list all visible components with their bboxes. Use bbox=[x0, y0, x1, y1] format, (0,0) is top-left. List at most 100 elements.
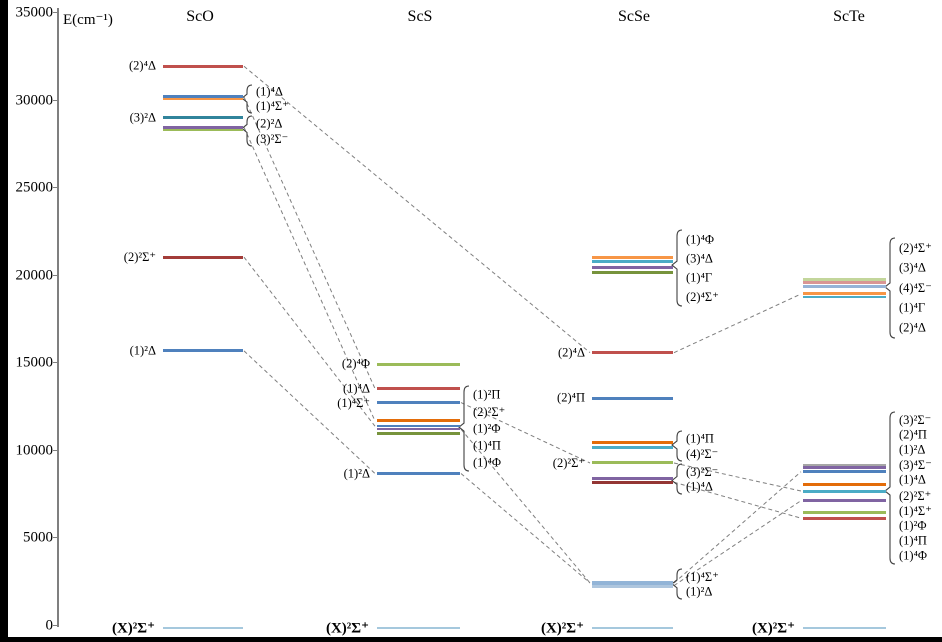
level-label: (1)⁴Σ⁺ bbox=[686, 569, 719, 584]
y-tick-label: 5000 bbox=[23, 529, 53, 546]
bracket-brace bbox=[671, 463, 683, 495]
y-tick-label: 0 bbox=[45, 617, 54, 634]
level-line bbox=[377, 387, 460, 391]
level-line bbox=[803, 510, 886, 514]
ground-level-line bbox=[592, 627, 673, 629]
level-line bbox=[163, 255, 243, 259]
ground-level-line bbox=[377, 627, 460, 629]
level-label: (1)⁴Δ bbox=[899, 472, 926, 487]
level-label: (1)⁴Δ bbox=[256, 84, 283, 99]
level-label: (1)²Π bbox=[473, 387, 501, 401]
level-line bbox=[803, 489, 886, 493]
level-line bbox=[803, 482, 886, 486]
level-line bbox=[803, 284, 886, 288]
level-line bbox=[163, 98, 243, 101]
level-line bbox=[377, 431, 460, 435]
level-line bbox=[592, 477, 673, 481]
level-label: (2)²Σ⁺ bbox=[899, 488, 932, 503]
level-label: (1)⁴Π bbox=[686, 431, 714, 445]
level-line bbox=[163, 95, 243, 99]
level-line bbox=[592, 445, 673, 449]
correlation-line bbox=[243, 127, 376, 422]
level-line bbox=[592, 461, 673, 465]
image-border-left bbox=[0, 0, 8, 642]
level-line bbox=[803, 277, 886, 281]
level-label: (1)²Δ bbox=[343, 466, 370, 480]
y-tick bbox=[53, 449, 58, 451]
level-label: (2)⁴Π bbox=[899, 427, 927, 442]
level-line bbox=[592, 580, 673, 585]
level-label: (1)⁴Π bbox=[899, 533, 927, 548]
level-line bbox=[163, 128, 243, 131]
column-header: ScO bbox=[186, 8, 214, 25]
bracket-brace bbox=[671, 568, 683, 600]
bracket-brace bbox=[241, 115, 253, 147]
ground-state-label: (X)²Σ⁺ bbox=[751, 620, 795, 637]
bracket-brace bbox=[671, 430, 683, 462]
bracket-brace bbox=[241, 84, 253, 114]
level-label: (1)⁴Γ bbox=[686, 270, 713, 284]
y-tick bbox=[53, 187, 58, 189]
level-label: (1)⁴Φ bbox=[473, 455, 502, 469]
y-tick-label: 30000 bbox=[15, 92, 54, 109]
level-label: (1)⁴Γ bbox=[899, 300, 926, 315]
level-label: (4)²Σ⁻ bbox=[686, 446, 719, 461]
level-label: (3)²Σ⁻ bbox=[899, 412, 932, 427]
y-tick-label: 35000 bbox=[15, 4, 54, 21]
correlation-line bbox=[243, 65, 591, 354]
level-line bbox=[592, 396, 673, 400]
level-line bbox=[592, 255, 673, 259]
level-label: (3)⁴Δ bbox=[899, 260, 926, 275]
level-label: (1)²Φ bbox=[899, 518, 927, 533]
y-tick bbox=[53, 12, 58, 13]
level-label: (3)⁴Δ bbox=[686, 251, 713, 265]
level-label: (1)²Δ bbox=[686, 584, 713, 598]
level-label: (1)²Δ bbox=[129, 343, 156, 358]
level-label: (1)⁴Φ bbox=[899, 548, 928, 563]
level-line bbox=[803, 463, 886, 466]
ground-state-label: (X)²Σ⁺ bbox=[325, 620, 369, 637]
level-line bbox=[592, 270, 673, 274]
level-line bbox=[592, 480, 673, 484]
level-label: (1)⁴Δ bbox=[686, 479, 713, 493]
level-line bbox=[592, 441, 673, 445]
level-line bbox=[163, 349, 243, 353]
column-header: ScS bbox=[407, 8, 433, 25]
level-label: (1)²Φ bbox=[473, 421, 501, 435]
bracket-brace bbox=[884, 411, 896, 565]
level-label: (3)⁴Σ⁻ bbox=[899, 458, 932, 473]
y-tick bbox=[53, 362, 58, 364]
column-header: ScSe bbox=[618, 8, 650, 25]
level-label: (2)²Σ⁺ bbox=[473, 404, 506, 419]
level-label: (3)²Σ⁻ bbox=[686, 464, 719, 479]
y-axis bbox=[57, 8, 59, 627]
level-label: (2)²Δ bbox=[256, 116, 283, 130]
level-label: (1)⁴Σ⁺ bbox=[256, 99, 289, 113]
level-line bbox=[803, 516, 886, 520]
ground-state-label: (X)²Σ⁺ bbox=[111, 620, 155, 637]
y-tick bbox=[53, 99, 58, 101]
level-line bbox=[377, 362, 460, 366]
level-line bbox=[163, 116, 243, 120]
bracket-brace bbox=[458, 385, 470, 472]
level-label: (3)²Δ bbox=[129, 110, 156, 125]
level-label: (2)⁴Π bbox=[557, 390, 585, 405]
y-tick bbox=[53, 625, 58, 626]
level-line bbox=[803, 465, 886, 469]
level-label: (1)⁴Δ bbox=[343, 381, 370, 396]
bracket-brace bbox=[884, 237, 896, 339]
level-label: (1)⁴Σ⁺ bbox=[899, 503, 932, 518]
level-line bbox=[803, 499, 886, 503]
level-label: (1)⁴Π bbox=[473, 438, 501, 452]
level-line bbox=[377, 401, 460, 405]
level-label: (2)⁴Σ⁺ bbox=[686, 289, 719, 304]
ground-state-label: (X)²Σ⁺ bbox=[540, 620, 584, 637]
y-tick-label: 20000 bbox=[15, 267, 54, 284]
correlation-line bbox=[460, 473, 591, 584]
y-tick-label: 15000 bbox=[15, 354, 54, 371]
y-axis-title: E(cm⁻¹) bbox=[63, 12, 113, 28]
level-label: (2)²Σ⁺ bbox=[123, 250, 156, 265]
y-tick bbox=[53, 537, 58, 539]
level-line bbox=[803, 292, 886, 296]
